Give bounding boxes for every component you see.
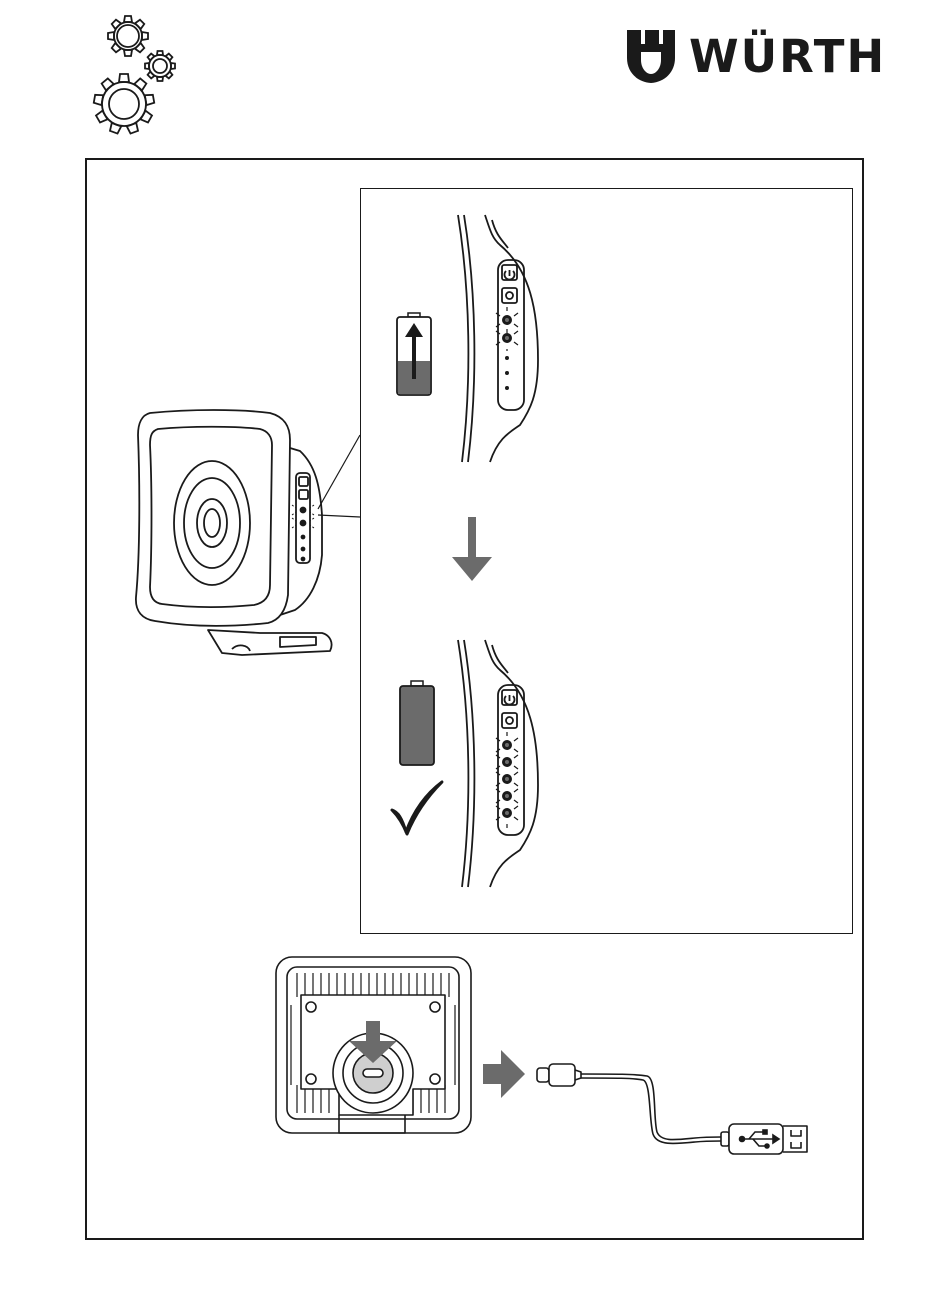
arrow-down-icon bbox=[450, 517, 494, 583]
led-blinking bbox=[496, 789, 518, 803]
lamp-front-illustration bbox=[130, 405, 370, 665]
checkmark-icon bbox=[390, 780, 444, 836]
battery-charging-icon bbox=[396, 313, 432, 397]
led-off bbox=[505, 386, 509, 390]
wurth-logo-mark bbox=[627, 30, 677, 84]
led-blinking bbox=[496, 772, 518, 786]
gears-icon bbox=[88, 8, 188, 140]
led-blinking bbox=[496, 755, 518, 769]
led-blinking bbox=[496, 806, 518, 828]
battery-full-icon bbox=[399, 681, 435, 767]
led-blinking bbox=[496, 331, 518, 351]
usb-cable-icon bbox=[535, 1058, 810, 1158]
lamp-back-illustration bbox=[275, 955, 475, 1137]
led-blinking bbox=[496, 307, 518, 333]
wurth-logo: WÜRTH bbox=[627, 30, 875, 84]
arrow-right-icon bbox=[483, 1050, 527, 1098]
led-blinking bbox=[496, 732, 518, 752]
brand-name: WÜRTH bbox=[689, 32, 886, 82]
led-off bbox=[505, 356, 509, 360]
led-off bbox=[505, 371, 509, 375]
